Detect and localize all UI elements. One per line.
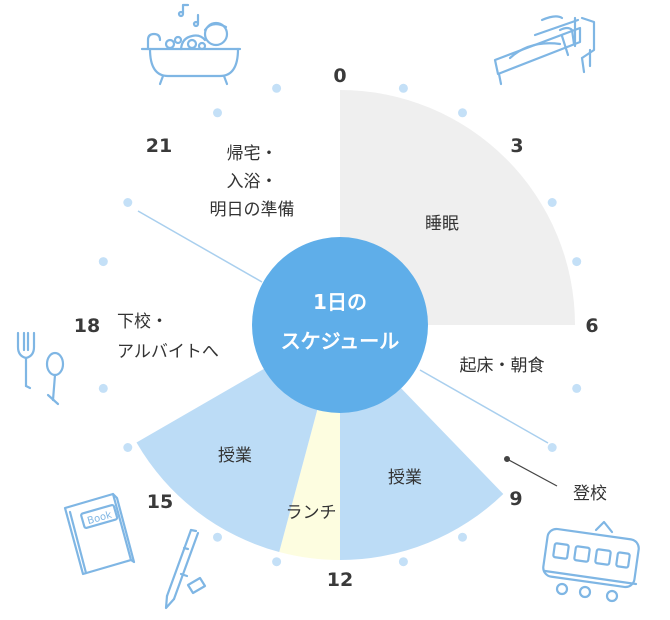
- label-class-afternoon: 授業: [218, 446, 252, 466]
- hour-dot: [213, 532, 222, 542]
- hour-dot: [398, 557, 408, 567]
- label-wake-breakfast: 起床・朝食: [460, 356, 545, 376]
- train-icon: [542, 520, 640, 603]
- hour-dot: [98, 257, 108, 267]
- center-circle: [252, 237, 428, 413]
- connector-line-morning: [419, 369, 549, 444]
- hour-dot: [123, 443, 133, 452]
- label-after-school-line2: アルバイトへ: [117, 342, 219, 362]
- hour-dot: [272, 557, 282, 567]
- book-icon: [63, 492, 136, 576]
- label-commute: 登校: [573, 484, 607, 504]
- label-home-line1: 帰宅・: [227, 144, 278, 164]
- hour-label-18: 18: [74, 315, 100, 337]
- hour-dot: [572, 257, 582, 267]
- hour-label-12: 12: [327, 569, 353, 591]
- label-home-line2: 入浴・: [227, 172, 278, 192]
- hour-label-21: 21: [146, 135, 172, 157]
- hour-dot: [547, 198, 557, 207]
- label-home-line3: 明日の準備: [210, 200, 295, 220]
- center-title-line2: スケジュール: [281, 329, 400, 353]
- label-class-morning: 授業: [388, 468, 422, 488]
- hour-dot: [272, 83, 282, 93]
- hour-dot: [458, 108, 467, 118]
- hour-label-0: 0: [333, 65, 346, 87]
- hour-label-9: 9: [509, 488, 522, 510]
- hour-dots: [98, 83, 582, 567]
- commute-pointer-line: [506, 458, 558, 487]
- center-title-line1: 1日の: [313, 290, 367, 314]
- hour-label-3: 3: [510, 135, 523, 157]
- label-sleep: 睡眠: [425, 214, 459, 234]
- connector-line-home: [137, 210, 263, 283]
- hour-dot: [123, 198, 133, 207]
- hour-dot: [572, 383, 582, 393]
- hour-dot: [98, 383, 108, 393]
- hour-label-6: 6: [585, 315, 598, 337]
- hour-dot: [213, 108, 222, 118]
- bathtub-icon: [140, 3, 242, 86]
- hour-dot: [398, 83, 408, 93]
- fork-spoon-icon: [16, 331, 65, 406]
- hour-dot: [458, 532, 467, 542]
- pen-icon: [164, 528, 207, 610]
- label-after-school-line1: 下校・: [117, 312, 168, 332]
- hour-dot: [547, 443, 557, 452]
- bed-icon: [493, 15, 596, 86]
- hour-label-15: 15: [147, 491, 173, 513]
- label-lunch: ランチ: [286, 503, 337, 523]
